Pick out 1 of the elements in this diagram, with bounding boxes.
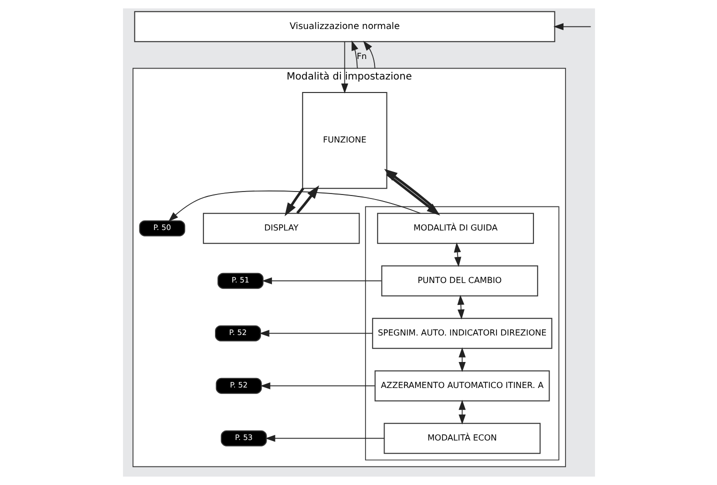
- edge-label: Fn: [356, 51, 366, 62]
